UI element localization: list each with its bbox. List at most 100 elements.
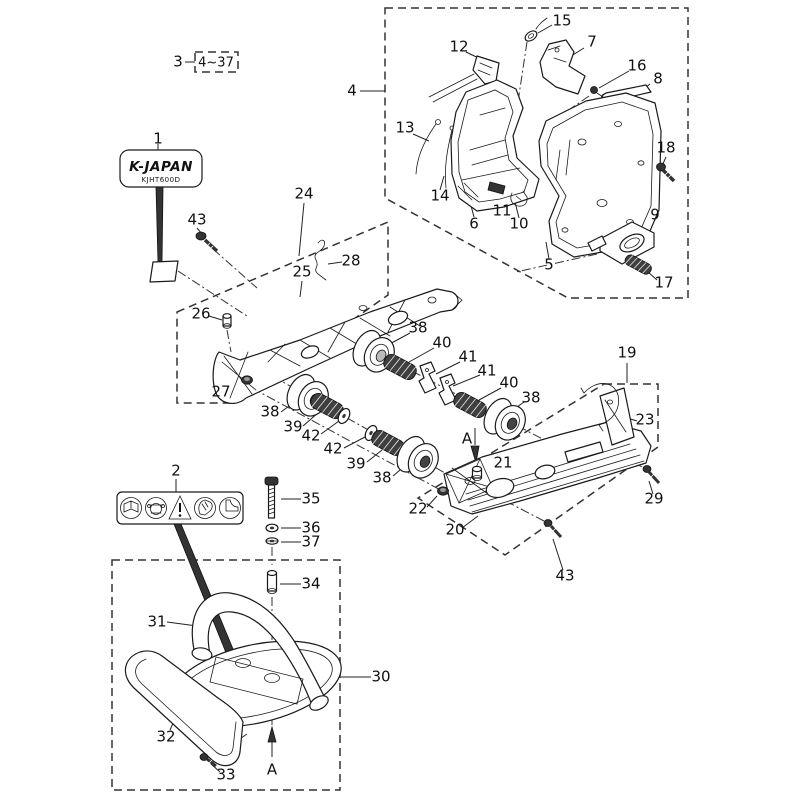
protective-boots-icon — [219, 497, 241, 519]
nut-22 — [437, 486, 449, 496]
callout-part-20: 20 — [445, 521, 464, 539]
screw-43-bottom — [543, 519, 563, 539]
callout-part-38c: 38 — [260, 403, 279, 421]
callout-part-37: 37 — [301, 533, 320, 551]
callout-part-43b: 43 — [555, 567, 574, 585]
lock-button-9 — [587, 221, 655, 265]
callout-part-34: 34 — [301, 575, 320, 593]
callout-part-21: 21 — [493, 454, 512, 472]
warning-triangle-icon — [168, 495, 192, 520]
contact-bar-11 — [487, 181, 506, 195]
assembly-box-4 — [384, 7, 689, 299]
bolt-35 — [264, 476, 279, 519]
callout-part-41b: 41 — [477, 362, 496, 380]
callout-part-42b: 42 — [323, 440, 342, 458]
upper-bracket-25 — [212, 288, 463, 404]
callout-part-14: 14 — [430, 187, 449, 205]
callout-part-27: 27 — [211, 383, 230, 401]
callout-part-24: 24 — [294, 185, 313, 203]
callout-part-10: 10 — [509, 215, 528, 233]
callout-part-32: 32 — [156, 728, 175, 746]
view-label-A-mid: A — [462, 430, 473, 448]
callout-part-15: 15 — [552, 12, 571, 30]
screw-16 — [590, 86, 604, 98]
callout-part-11: 11 — [492, 202, 511, 220]
callout-part-5: 5 — [544, 256, 554, 274]
callout-part-40a: 40 — [432, 334, 451, 352]
callout-part-13: 13 — [395, 119, 414, 137]
callout-part-38b: 38 — [521, 389, 540, 407]
callout-part-8: 8 — [653, 70, 663, 88]
wire-rod-13 — [415, 119, 441, 175]
callout-part-36: 36 — [301, 519, 320, 537]
hand-guard-32 — [124, 650, 244, 767]
callout-labels: 1 3 4~37 4 12 15 7 16 8 13 14 6 11 10 5 … — [147, 12, 675, 784]
callout-part-6: 6 — [469, 215, 479, 233]
badge-pointer-wedge — [155, 186, 164, 263]
blank-sticker — [149, 260, 179, 283]
callout-part-40b: 40 — [499, 374, 518, 392]
sleeve-bushing-26 — [222, 313, 232, 329]
callout-part-22: 22 — [408, 500, 427, 518]
callout-part-4: 4 — [347, 82, 357, 100]
spring-40-b — [453, 391, 487, 419]
protective-gloves-icon — [194, 497, 216, 519]
callout-part-16: 16 — [627, 57, 646, 75]
callout-part-7: 7 — [587, 33, 597, 51]
washer-37 — [265, 537, 279, 545]
callout-part-2: 2 — [171, 462, 181, 480]
screw-18 — [656, 162, 676, 183]
callout-part-41a: 41 — [458, 348, 477, 366]
safety-label — [116, 491, 244, 525]
callout-part-33: 33 — [216, 766, 235, 784]
callout-part-42a: 42 — [301, 427, 320, 445]
callout-part-39b: 39 — [346, 455, 365, 473]
screw-33 — [199, 753, 217, 768]
spring-17 — [624, 254, 652, 275]
callout-part-17: 17 — [654, 274, 673, 292]
callout-part-1: 1 — [153, 130, 163, 148]
callout-part-26: 26 — [191, 305, 210, 323]
washer-36 — [265, 523, 279, 533]
screw-43-top — [195, 231, 219, 253]
clip-bracket-41-a — [418, 361, 437, 394]
callout-part-28: 28 — [341, 252, 360, 270]
callout-part-31: 31 — [147, 613, 166, 631]
base-bracket-20 — [443, 387, 652, 515]
callout-part-39a: 39 — [283, 418, 302, 436]
handle-housing-rear-5 — [538, 92, 662, 258]
brand-text: K-JAPAN — [129, 159, 193, 175]
ref-range-box — [194, 51, 239, 73]
callout-part-30: 30 — [371, 668, 390, 686]
model-text: KJHT600D — [142, 176, 181, 184]
spring-40-a — [383, 353, 417, 381]
spring-wire-28 — [314, 239, 327, 281]
nut-27 — [241, 375, 253, 385]
spring-wire-23 — [580, 383, 619, 432]
cable-clamp-10 — [510, 190, 528, 207]
ref-range-text: 4~37 — [198, 56, 234, 71]
view-label-A-bottom: A — [267, 761, 278, 779]
view-arrow-down-icon — [470, 445, 480, 464]
spacer-34 — [266, 569, 278, 594]
callout-part-43a: 43 — [187, 211, 206, 229]
callout-part-19: 19 — [617, 344, 636, 362]
callout-part-12: 12 — [449, 38, 468, 56]
washer-42-a — [337, 407, 351, 425]
rubber-mount-38-d — [396, 435, 439, 479]
callout-part-23: 23 — [635, 411, 654, 429]
callout-part-18: 18 — [656, 139, 675, 157]
trigger-lever-7 — [539, 39, 586, 95]
loop-handle-31 — [168, 592, 342, 728]
callout-part-25: 25 — [292, 263, 311, 281]
callout-part-29: 29 — [644, 490, 663, 508]
callout-part-38d: 38 — [372, 469, 391, 487]
view-arrow-up-icon — [267, 725, 277, 743]
face-protection-icon — [145, 497, 167, 519]
callout-part-3: 3 — [173, 53, 183, 71]
read-manual-icon — [120, 497, 142, 519]
brand-badge: K-JAPAN KJHT600D — [119, 149, 203, 188]
rubber-mount-38-b — [483, 397, 526, 441]
